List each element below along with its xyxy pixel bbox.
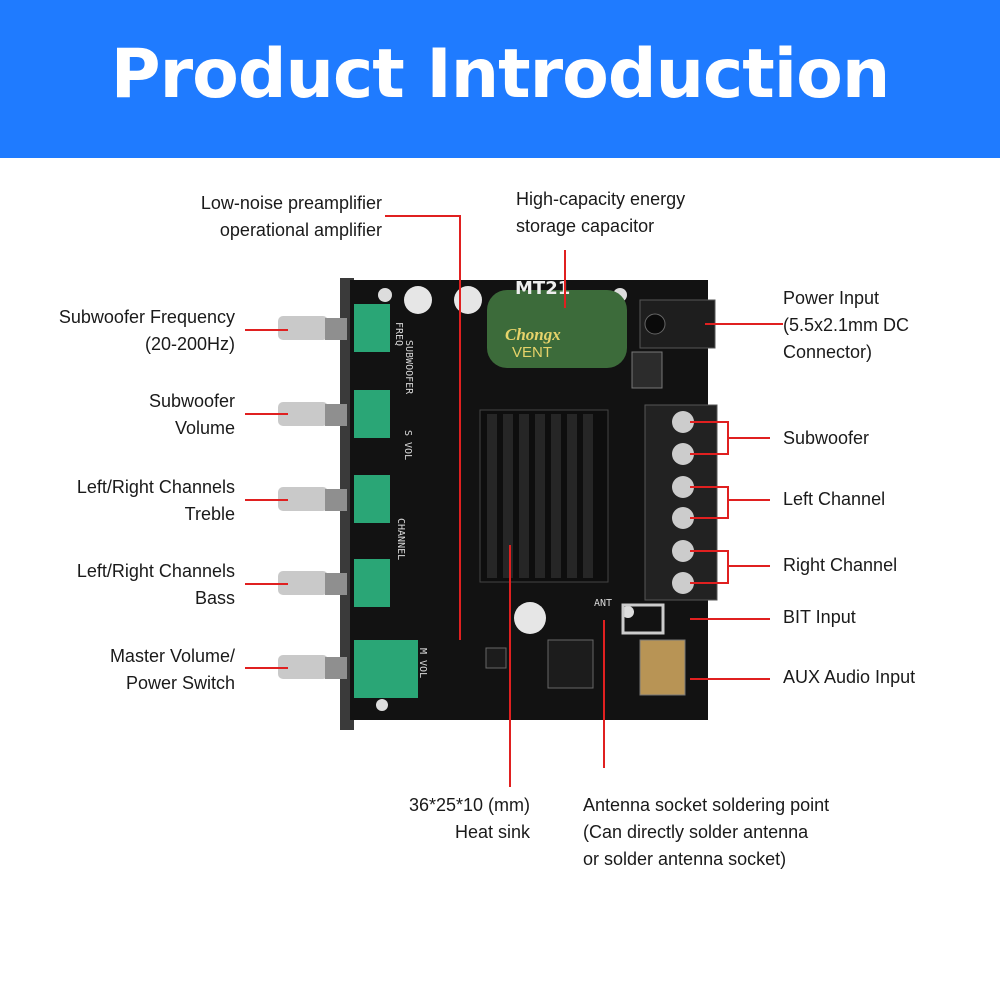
page-title: Product Introduction xyxy=(110,35,890,114)
mount-hole xyxy=(378,288,392,302)
small-capacitor xyxy=(404,286,432,314)
aux-jack xyxy=(639,639,686,696)
knob-master-volume xyxy=(278,640,418,698)
label-bit-input: BIT Input xyxy=(783,607,856,627)
label-heat-sink: 36*25*10 (mm)Heat sink xyxy=(408,795,530,842)
power-switch-part xyxy=(631,351,663,389)
capacitor-brand-text: Chongx xyxy=(505,325,561,344)
label-subwoofer: Subwoofer xyxy=(783,428,870,448)
mount-hole xyxy=(622,606,634,618)
knob-treble xyxy=(278,475,390,523)
label-sub-frequency: Subwoofer Frequency(20-200Hz) xyxy=(58,307,235,354)
speaker-terminal-block xyxy=(644,404,718,601)
capacitor-series-text: VENT xyxy=(512,344,552,361)
chip xyxy=(547,639,594,689)
small-capacitor xyxy=(514,602,546,634)
energy-capacitor xyxy=(487,290,627,368)
header-banner: Product Introduction xyxy=(0,0,1000,158)
silk-subwoofer: SUBWOOFER xyxy=(403,340,414,395)
label-right-channel: Right Channel xyxy=(783,555,898,575)
board-model: MT21 xyxy=(515,278,570,299)
knob-sub-volume xyxy=(278,390,390,438)
silk-ant: ANT xyxy=(594,598,612,609)
silk-mvol: M VOL xyxy=(417,648,428,678)
silk-svol: S VOL xyxy=(402,430,413,460)
knob-sub-frequency xyxy=(278,304,390,352)
chip xyxy=(485,647,507,669)
label-aux-input: AUX Audio Input xyxy=(783,667,916,687)
mount-hole xyxy=(376,699,388,711)
bt-antenna-trace xyxy=(621,603,665,635)
silk-freq: FREQ xyxy=(393,322,404,346)
leader-lines xyxy=(245,215,783,787)
small-capacitor xyxy=(454,286,482,314)
label-left-channel: Left Channel xyxy=(783,489,886,509)
knob-bass xyxy=(278,559,390,607)
silk-channel: CHANNEL xyxy=(395,518,406,560)
label-master-volume: Master Volume/Power Switch xyxy=(109,646,235,693)
label-antenna: Antenna socket soldering point(Can direc… xyxy=(583,795,830,869)
heat-sink xyxy=(479,409,609,583)
